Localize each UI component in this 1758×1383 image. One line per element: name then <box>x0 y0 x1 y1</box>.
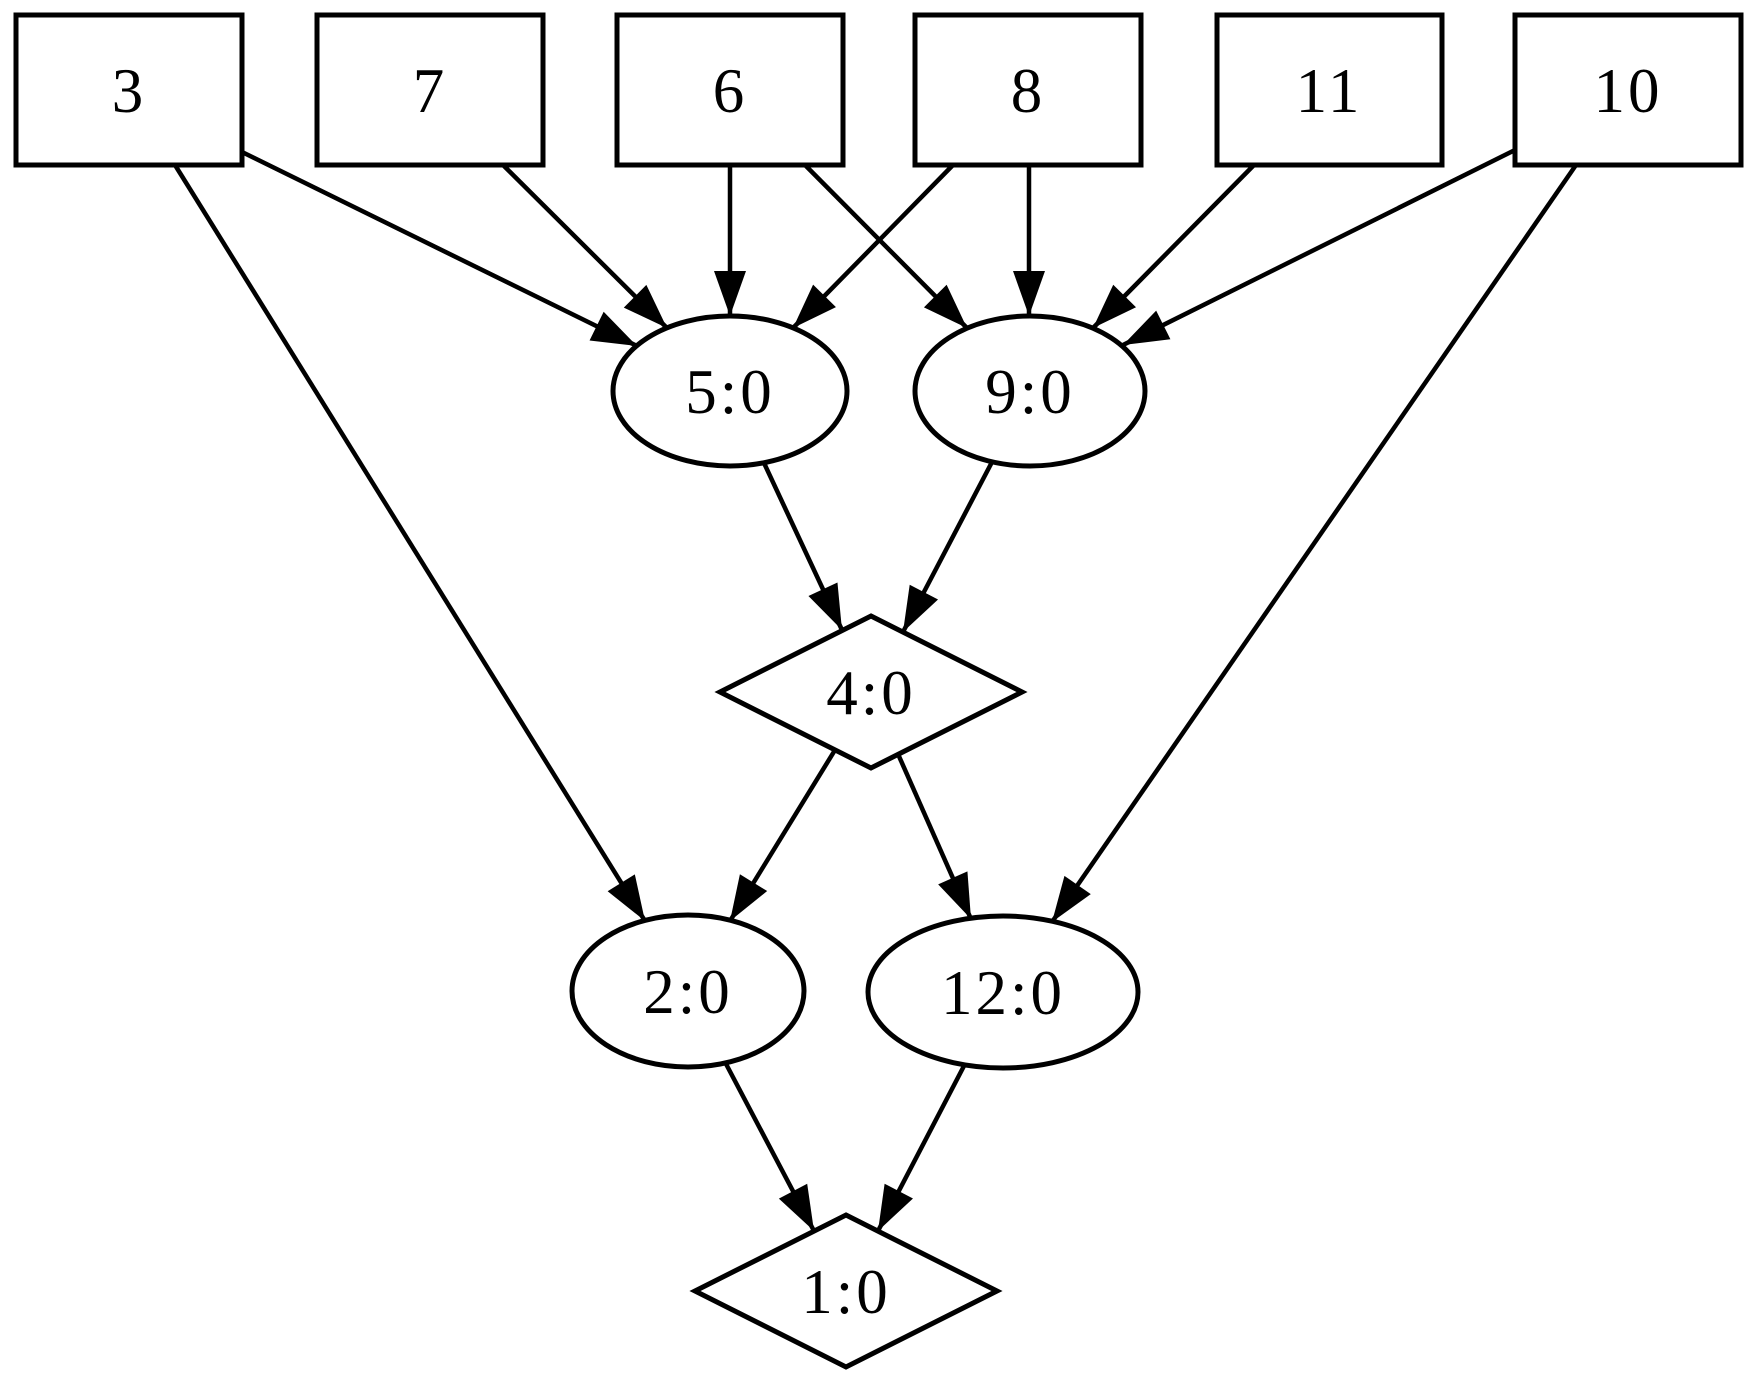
node-box-11: 11 <box>1214 12 1445 168</box>
diamond-1-shape <box>689 1212 1003 1370</box>
box-6-shape <box>614 12 846 168</box>
node-box-7: 7 <box>314 12 546 168</box>
box-10-label: 10 <box>1594 56 1663 126</box>
edge-9-to-4 <box>901 460 994 634</box>
node-box-8: 8 <box>912 12 1144 168</box>
diamond-1-label: 1:0 <box>801 1257 891 1327</box>
ellipse-12-label: 12:0 <box>941 958 1065 1028</box>
box-3-label: 3 <box>112 56 147 126</box>
box-11-label: 11 <box>1296 56 1363 126</box>
node-diamond-4: 4:0 <box>714 613 1028 771</box>
edge-10-to-12 <box>1050 163 1578 924</box>
node-ellipse-5: 5:0 <box>610 313 850 469</box>
ellipse-5-label: 5:0 <box>685 357 775 427</box>
diamond-4-shape <box>714 613 1028 771</box>
edge-8-to-5 <box>791 163 955 330</box>
edge-5-to-4 <box>761 462 845 631</box>
ellipse-2-shape <box>569 912 807 1070</box>
node-ellipse-2: 2:0 <box>569 912 807 1070</box>
edge-3-to-5 <box>241 149 638 349</box>
edge-2-to-1 <box>723 1060 816 1233</box>
ellipse-2-label: 2:0 <box>643 957 733 1027</box>
box-7-label: 7 <box>413 56 448 126</box>
edge-11-to-9 <box>1091 163 1256 330</box>
node-ellipse-9: 9:0 <box>912 313 1148 469</box>
box-11-shape <box>1214 12 1445 168</box>
node-box-3: 3 <box>13 12 245 168</box>
ellipse-9-shape <box>912 313 1148 469</box>
edge-3-to-2 <box>173 163 647 923</box>
edge-10-to-9 <box>1121 147 1517 348</box>
ellipse-5-shape <box>610 313 850 469</box>
box-3-shape <box>13 12 245 168</box>
ellipse-9-label: 9:0 <box>985 357 1075 427</box>
box-8-label: 8 <box>1011 56 1046 126</box>
edge-4-to-12 <box>895 753 974 920</box>
node-ellipse-12: 12:0 <box>865 913 1141 1071</box>
ellipse-12-shape <box>865 913 1141 1071</box>
box-10-shape <box>1512 12 1744 168</box>
diamond-4-label: 4:0 <box>826 658 916 728</box>
edge-4-to-2 <box>728 748 837 923</box>
edge-group <box>173 147 1578 1233</box>
box-6-label: 6 <box>713 56 748 126</box>
box-8-shape <box>912 12 1144 168</box>
node-diamond-1: 1:0 <box>689 1212 1003 1370</box>
node-box-10: 10 <box>1512 12 1744 168</box>
node-box-6: 6 <box>614 12 846 168</box>
box-7-shape <box>314 12 546 168</box>
edge-12-to-1 <box>876 1062 967 1233</box>
edge-7-to-5 <box>501 163 669 330</box>
edge-6-to-9 <box>803 163 969 330</box>
